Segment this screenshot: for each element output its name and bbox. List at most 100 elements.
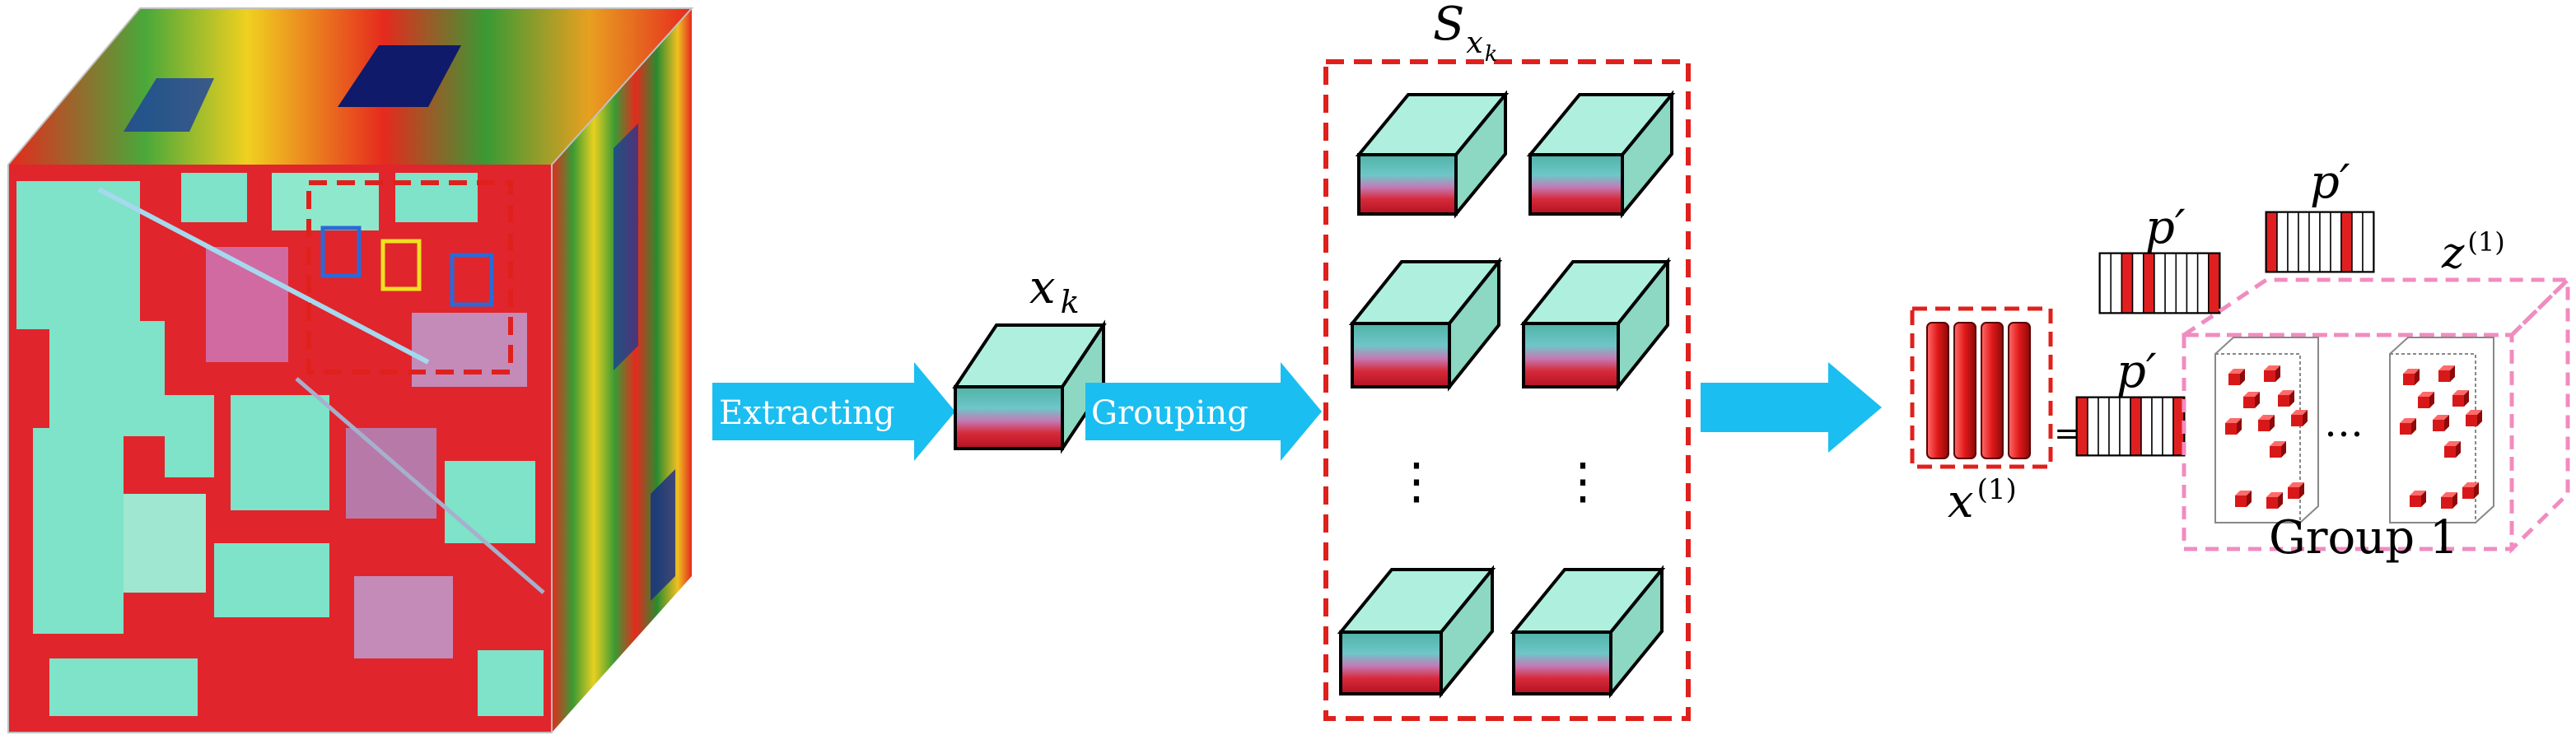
s-patch-6	[1510, 565, 1666, 699]
p-vector-main-stripe	[2162, 397, 2174, 456]
p-vector-ul-stripe	[2099, 253, 2112, 314]
p-vector-ul-stripe	[2131, 253, 2144, 314]
z1-label: z(1)	[2441, 226, 2505, 278]
p-prime-vector-upper-right: p′	[2265, 156, 2375, 273]
s-vertical-ellipsis-left: ⋮	[1392, 453, 1441, 510]
s-patch-6-front	[1512, 630, 1612, 695]
x1-bar-4	[2008, 322, 2031, 459]
x1-label-main: x	[1948, 475, 1974, 528]
grouping-arrow-shape	[1085, 362, 1322, 461]
extracting-arrow: Extracting	[712, 362, 955, 461]
sub-cube-right-red-block	[2452, 390, 2469, 407]
s-patch-3	[1348, 257, 1503, 392]
s-patch-4-front	[1522, 322, 1620, 388]
sub-cube-left-red-block	[2235, 491, 2252, 507]
group1-container: z(1) … Group 1	[2177, 226, 2574, 565]
p-vector-ur-stripe	[2276, 212, 2289, 272]
s-xk-label-sub1: x	[1466, 26, 1482, 60]
z1-label-sup: (1)	[2467, 226, 2504, 258]
grouping-arrow-label: Grouping	[1091, 394, 1248, 432]
group1-side-face	[2509, 275, 2570, 554]
x1-dashed-box	[1910, 306, 2053, 469]
sub-cube-left-red-block	[2228, 369, 2245, 385]
s-patch-2	[1526, 90, 1676, 219]
s-xk-label-main: S	[1433, 0, 1464, 51]
s-xk-label: Sxk	[1433, 0, 1497, 67]
cube-side-blue-strip-2	[651, 469, 675, 601]
main-arrow	[1701, 362, 1882, 453]
sub-cube-right-red-block	[2441, 492, 2457, 509]
p-vector-main-stripe	[2130, 397, 2142, 456]
p-vector-main-stripe	[2098, 397, 2110, 456]
p-vector-ul-stripe	[2121, 253, 2134, 314]
z1-label-main: z	[2441, 229, 2465, 278]
sub-cube-right-red-block	[2400, 418, 2416, 435]
x1-group: x(1)	[1910, 306, 2053, 528]
s-patch-3-front	[1351, 322, 1451, 388]
p-vector-main-stripe	[2108, 397, 2121, 456]
p-vector-ul-label: p′	[2145, 201, 2186, 254]
sub-cube-right-red-block	[2403, 369, 2420, 385]
p-vector-main-stripe	[2119, 397, 2131, 456]
sub-cube-left-red-block	[2225, 418, 2242, 435]
extracting-arrow-label: Extracting	[719, 394, 894, 432]
x1-bar-2	[1953, 322, 1976, 459]
s-vertical-ellipsis-right: ⋮	[1558, 453, 1608, 510]
p-vector-ur-stripe	[2351, 212, 2364, 272]
s-patch-4	[1519, 257, 1672, 392]
p-vector-main-stripe	[2076, 397, 2088, 456]
group1-front-face	[2182, 333, 2514, 551]
x1-label: x(1)	[1948, 473, 2017, 528]
cube-top-dark-patch	[338, 45, 461, 107]
p-vector-ul-stripe	[2175, 253, 2188, 314]
s-xk-container: Sxk ⋮ ⋮	[1323, 0, 1691, 721]
p-prime-vector-upper-left: p′	[2098, 201, 2221, 314]
cube-red-dashed-region	[306, 180, 513, 374]
s-patch-5	[1337, 565, 1496, 699]
cube-blue-box-left	[320, 226, 362, 278]
sub-cube-left	[2214, 337, 2319, 523]
s-patch-2-front	[1528, 153, 1624, 216]
sub-cube-left-red-block	[2278, 390, 2294, 407]
p-vector-ur-stripe	[2340, 212, 2353, 272]
p-vector-ul-stripe	[2196, 253, 2210, 314]
group1-ellipsis: …	[2324, 400, 2364, 446]
sub-cube-left-red-block	[2243, 392, 2260, 408]
s-patch-5-front	[1339, 630, 1443, 695]
sub-cube-left-red-block	[2288, 482, 2304, 499]
sub-cube-left-red-block	[2270, 441, 2286, 458]
sub-cube-right-red-block	[2410, 491, 2426, 507]
sub-cube-left-front	[2214, 353, 2301, 523]
xk-label-sub: k	[1061, 284, 1080, 320]
p-vector-ur-stripe	[2319, 212, 2331, 272]
p-vector-main-stripe	[2087, 397, 2099, 456]
p-vector-ur-stripe	[2330, 212, 2342, 272]
sub-cube-right-red-block	[2418, 392, 2434, 408]
p-vector-ur-label: p′	[2310, 156, 2350, 209]
xk-label-main: x	[1029, 261, 1056, 314]
p-vector-ul-stripe	[2142, 253, 2155, 314]
p-vector-ul-stripe	[2110, 253, 2123, 314]
sub-cube-right-red-block	[2462, 482, 2479, 499]
sub-cube-right-front	[2389, 353, 2476, 523]
p-vector-main-stripe	[2151, 397, 2163, 456]
p-vector-ul-stripe	[2186, 253, 2199, 314]
xk-cube-front	[954, 385, 1064, 450]
p-vector-ul-stripe	[2154, 253, 2166, 314]
sub-cube-right-red-block	[2433, 415, 2449, 431]
x1-bar-3	[1981, 322, 2004, 459]
extracting-arrow-shape	[712, 362, 955, 461]
p-vector-main-label: p′	[2116, 345, 2157, 398]
p-vector-ur-stripe	[2362, 212, 2374, 272]
sub-cube-right-red-block	[2466, 410, 2482, 426]
cube-side-blue-strip	[614, 123, 638, 370]
p-vector-ur-stripe	[2287, 212, 2299, 272]
sub-cube-left-red-block	[2258, 415, 2275, 431]
s-xk-label-sub2: k	[1485, 42, 1498, 67]
s-xk-dashed-box	[1323, 59, 1691, 721]
p-vector-ul-stripe	[2208, 253, 2220, 314]
x1-bar-1	[1926, 322, 1949, 459]
cube-outline	[7, 7, 694, 733]
